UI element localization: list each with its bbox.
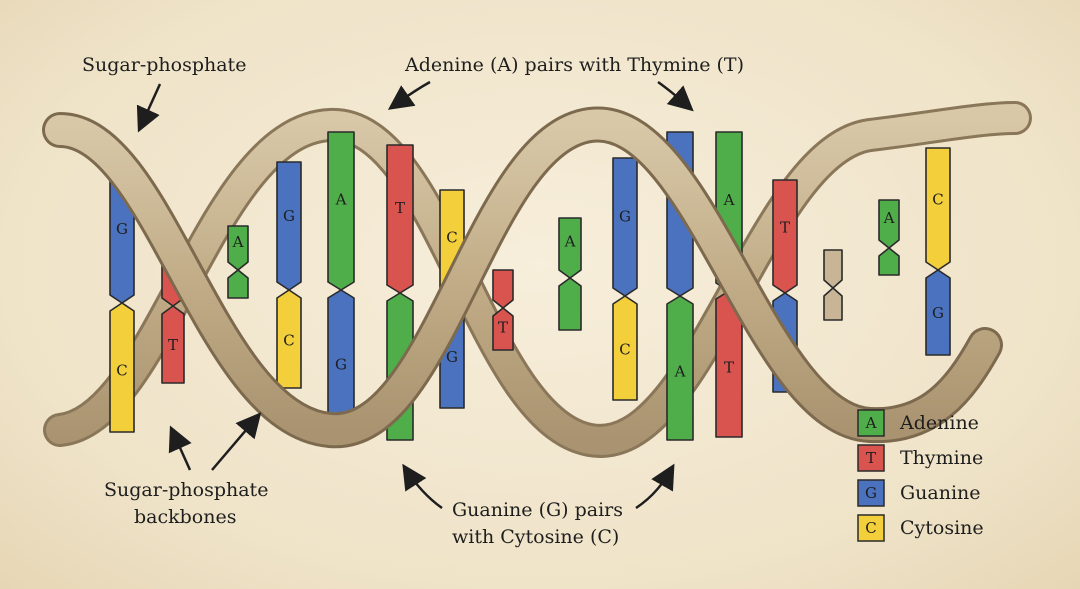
base-segment-bottom — [109, 302, 135, 433]
base-segment-bottom — [161, 305, 185, 384]
legend-label: Guanine — [900, 482, 981, 504]
arrow-backbone-2 — [211, 412, 262, 471]
base-segment-top — [878, 199, 900, 249]
base-pair-rung: A — [227, 225, 249, 299]
base-pair-rung: CG — [925, 147, 951, 356]
arrow-at-left — [387, 80, 431, 110]
label-adenine-thymine: Adenine (A) pairs with Thymine (T) — [404, 54, 744, 76]
label-guanine-cytosine-line2: with Cytosine (C) — [452, 526, 619, 548]
base-letter-bottom: C — [283, 331, 294, 349]
legend-label: Adenine — [899, 412, 979, 434]
legend-letter: C — [865, 519, 876, 537]
base-letter-bottom: G — [932, 304, 944, 322]
arrow-backbone-1 — [168, 425, 192, 471]
back-sugar-phosphate-strand — [43, 101, 1032, 458]
legend-item: A Adenine — [857, 409, 979, 437]
base-pair-rung: GC — [276, 161, 302, 389]
base-letter-top: A — [335, 191, 347, 209]
base-letter-top: A — [232, 233, 244, 251]
legend-letter: A — [865, 414, 877, 432]
base-letter-bottom: T — [168, 336, 178, 354]
label-backbones-line2: backbones — [134, 506, 236, 528]
legend-item: G Guanine — [857, 479, 981, 507]
legend-letter: G — [865, 484, 877, 502]
base-segment-top — [772, 179, 798, 294]
base-letter-bottom: A — [674, 363, 686, 381]
legend-letter: T — [866, 449, 876, 467]
base-segment-bottom — [666, 295, 694, 441]
base-letter-top: T — [395, 199, 405, 217]
legend-swatch — [857, 514, 885, 542]
base-segment-bottom — [558, 277, 582, 331]
label-backbones-line1: Sugar-phosphate — [104, 479, 268, 501]
legend-item: C Cytosine — [857, 514, 984, 542]
base-segment-top — [558, 217, 582, 279]
base-letter-top: G — [116, 220, 128, 238]
base-segment-bottom — [276, 289, 302, 389]
base-letter-bottom: G — [446, 348, 458, 366]
base-segment-top — [925, 147, 951, 271]
base-letter-top: G — [619, 208, 631, 226]
base-pair-rung: AG — [327, 131, 355, 433]
base-letter-top: T — [780, 218, 790, 236]
base-pair-rung: T — [492, 269, 514, 351]
arrow-gc-left — [402, 463, 443, 510]
base-pair-rung: GC — [109, 174, 135, 433]
base-segment-top — [823, 249, 843, 289]
base-segment-top — [227, 225, 249, 271]
base-segment-bottom — [823, 287, 843, 321]
base-letter-top: A — [723, 191, 735, 209]
base-letter-top: C — [446, 228, 457, 246]
base-letter-bottom: C — [116, 361, 127, 379]
base-pair-rung: A — [558, 217, 582, 331]
arrow-gc-right — [635, 463, 675, 510]
base-letter-top: A — [883, 209, 895, 227]
legend-swatch — [857, 479, 885, 507]
base-segment-bottom — [925, 269, 951, 356]
base-segment-top — [492, 269, 514, 309]
base-letter-top: A — [564, 232, 576, 250]
label-guanine-cytosine-line1: Guanine (G) pairs — [452, 499, 623, 521]
base-segment-top — [276, 161, 302, 291]
base-pair-rung — [823, 249, 843, 321]
base-segment-bottom — [227, 269, 249, 299]
base-letter-bottom: C — [619, 341, 630, 359]
annotations: Sugar-phosphate Adenine (A) pairs with T… — [82, 54, 744, 548]
arrow-top-left — [136, 83, 162, 133]
legend-swatch — [857, 409, 885, 437]
base-letter-bottom: T — [724, 359, 734, 377]
base-segment-bottom — [327, 289, 355, 433]
base-pair-rung: A — [878, 199, 900, 276]
legend-label: Thymine — [900, 447, 983, 469]
legend-swatch — [857, 444, 885, 472]
base-pair-rung: GC — [612, 157, 638, 401]
legend-item: T Thymine — [857, 444, 983, 472]
base-letter-bottom: T — [498, 319, 508, 337]
base-segment-bottom — [878, 247, 900, 276]
base-segment-bottom — [492, 307, 514, 351]
base-letter-top: G — [283, 207, 295, 225]
arrow-at-right — [657, 80, 694, 112]
base-letter-top: C — [932, 190, 943, 208]
base-segment-bottom — [612, 295, 638, 401]
base-segment-top — [386, 144, 414, 294]
base-letter-bottom: G — [335, 356, 347, 374]
base-segment-top — [612, 157, 638, 297]
base-segment-top — [327, 131, 355, 291]
label-sugar-phosphate-top: Sugar-phosphate — [82, 54, 246, 76]
legend-label: Cytosine — [900, 517, 984, 539]
